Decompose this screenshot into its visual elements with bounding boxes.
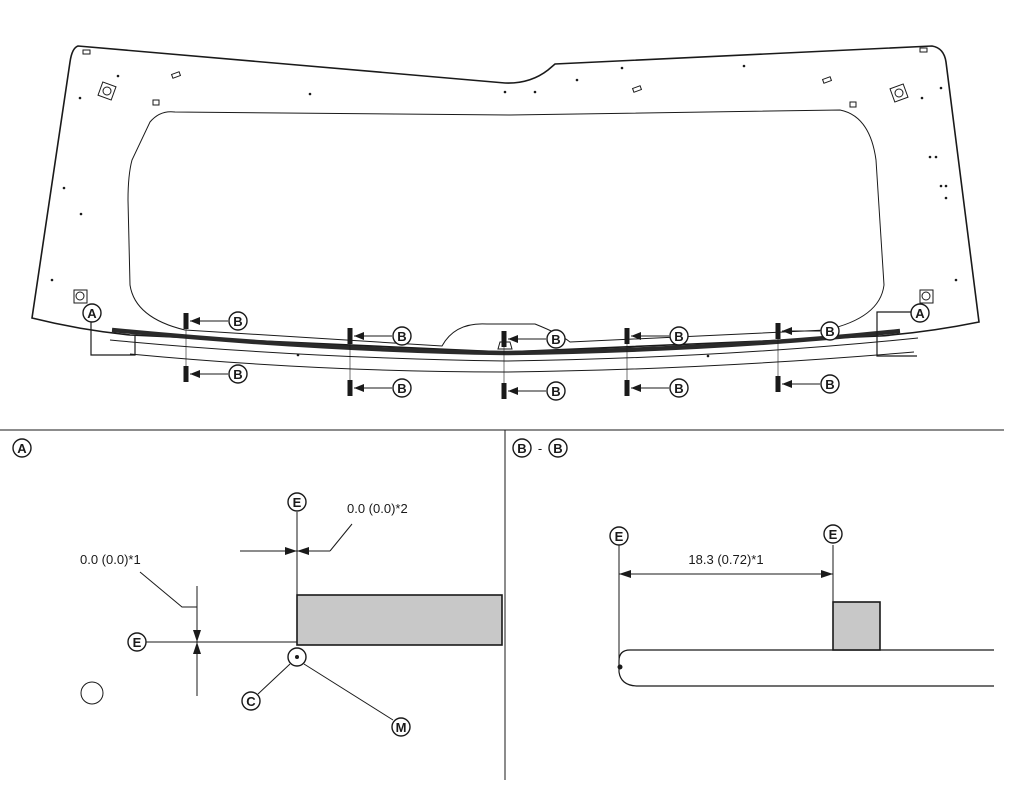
section-arrow-head [354, 332, 364, 340]
detail-a-molding-section [296, 594, 503, 646]
mount-clip-bottom-left [73, 289, 88, 304]
detail-a-callout-e-top: E [287, 492, 307, 512]
callout-a-left-label: A [87, 306, 97, 321]
section-bb-title-sep: - [538, 441, 542, 456]
detail-a-dim-horizontal-text: 0.0 (0.0)*2 [347, 501, 408, 516]
detail-a-callout-e-top-label: E [293, 495, 302, 510]
detail-a-reference-circle [287, 647, 307, 667]
section-bb-callout-e-left-label: E [615, 529, 624, 544]
detail-a-callout-e-left: E [127, 632, 147, 652]
mount-clip-top-right [889, 83, 909, 103]
mount-clip-bottom-right [919, 289, 934, 304]
callout-b: B [228, 311, 248, 331]
callout-b-label: B [551, 384, 560, 399]
callout-b-label: B [233, 314, 242, 329]
b-section-markers: B B B B B B B B B B [183, 311, 840, 401]
spacer-mark [183, 313, 189, 329]
section-bb-spacer-block [832, 601, 881, 651]
detail-a-vertical-dimension [139, 571, 201, 696]
detail-a-callout-c-label: C [246, 694, 256, 709]
section-bb-title-left: B [517, 441, 526, 456]
reference-dots [50, 64, 958, 358]
callout-b-label: B [397, 381, 406, 396]
small-tabs [82, 47, 928, 350]
callout-b: B [669, 378, 689, 398]
detail-a-dim-vertical-text: 0.0 (0.0)*1 [80, 552, 141, 567]
callout-b-label: B [397, 329, 406, 344]
detail-a-leader-c [257, 663, 291, 695]
detail-a-callout-m: M [391, 717, 411, 737]
lower-band-line [109, 337, 919, 362]
section-arrow-head [508, 335, 518, 343]
callout-b: B [669, 326, 689, 346]
section-arrow-head [190, 370, 200, 378]
section-bb-dimension [619, 570, 833, 578]
section-arrow-head [190, 317, 200, 325]
molding-strip [111, 327, 901, 356]
back-glass-overview [31, 45, 980, 373]
callout-b: B [820, 321, 840, 341]
spacer-mark [624, 380, 630, 396]
section-bb-edge-point [617, 664, 623, 670]
callout-b: B [392, 326, 412, 346]
section-arrow-head [631, 332, 641, 340]
detail-a-title: A [12, 438, 32, 458]
callout-a-left: A [82, 303, 102, 323]
lower-band-line-2 [129, 351, 915, 373]
section-arrow-head [508, 387, 518, 395]
detail-a-box-right [876, 311, 917, 357]
section-arrow-head [631, 384, 641, 392]
section-bb-dim-text: 18.3 (0.72)*1 [688, 552, 763, 567]
section-bb-glass-edge [618, 649, 994, 687]
section-arrow-head [782, 380, 792, 388]
callout-b-label: B [674, 329, 683, 344]
section-bb-panel: B - B E E 18.3 (0.72)*1 [512, 438, 994, 687]
section-bb-title-right: B [553, 441, 562, 456]
callout-b: B [820, 374, 840, 394]
callout-a-right-label: A [915, 306, 925, 321]
callout-b: B [546, 329, 566, 349]
mount-clip-top-left [97, 81, 117, 101]
section-arrow-head [354, 384, 364, 392]
callout-b-label: B [674, 381, 683, 396]
callout-b-label: B [825, 377, 834, 392]
spacer-mark [347, 380, 353, 396]
detail-a-leader-m [303, 663, 394, 721]
spacer-mark [347, 328, 353, 344]
callout-a-right: A [910, 303, 930, 323]
spacer-mark [501, 383, 507, 399]
detail-a-reference-point [295, 655, 299, 659]
section-bb-callout-e-left: E [609, 526, 629, 546]
section-bb-title: B - B [512, 438, 568, 458]
spacer-mark [183, 366, 189, 382]
detail-a-legend-circle [80, 681, 104, 705]
detail-a-callout-m-label: M [396, 720, 407, 735]
spacer-mark [501, 331, 507, 347]
spacer-mark [624, 328, 630, 344]
callout-b: B [392, 378, 412, 398]
spacer-mark [775, 323, 781, 339]
callout-b: B [546, 381, 566, 401]
detail-a-callout-e-left-label: E [133, 635, 142, 650]
detail-a-box-left [90, 322, 136, 356]
callout-b: B [228, 364, 248, 384]
callout-b-label: B [551, 332, 560, 347]
section-bb-callout-e-right: E [823, 524, 843, 544]
detail-a-horizontal-dimension [240, 523, 353, 555]
section-bb-callout-e-right-label: E [829, 527, 838, 542]
callout-b-label: B [233, 367, 242, 382]
glass-outer-outline [31, 45, 980, 353]
callout-b-label: B [825, 324, 834, 339]
spacer-mark [775, 376, 781, 392]
detail-a-callout-c: C [241, 691, 261, 711]
glass-inner-frit-line [127, 109, 885, 347]
section-arrow-head [782, 327, 792, 335]
detail-a-panel: A E E 0.0 (0.0)*2 [12, 438, 503, 737]
detail-a-title-letter: A [17, 441, 27, 456]
